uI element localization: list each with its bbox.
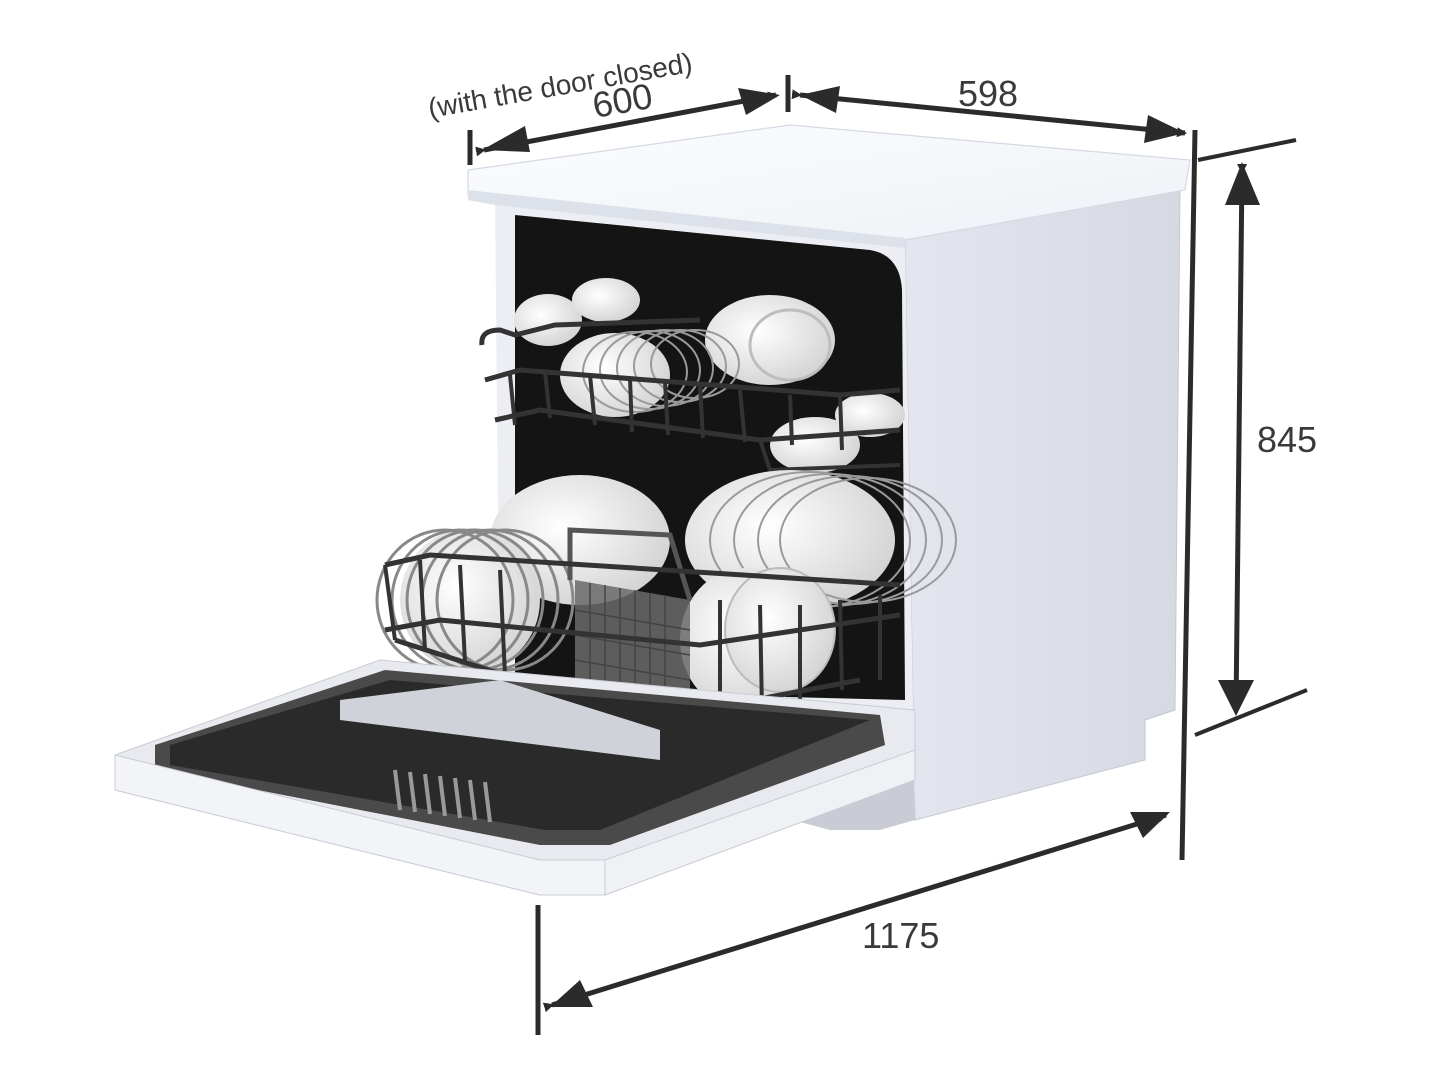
dim-vertical-ext bbox=[1179, 129, 1198, 861]
dim-1175-arrow bbox=[542, 812, 1168, 1013]
worktop-front-edge bbox=[468, 190, 905, 248]
dim-598-arrow bbox=[791, 89, 1187, 138]
dim-845-ext-top bbox=[1197, 138, 1297, 162]
dishwasher-illustration bbox=[114, 124, 1191, 896]
lower-rack bbox=[375, 470, 957, 713]
side-panel bbox=[904, 189, 1181, 821]
dim-598-label: 598 bbox=[958, 73, 1018, 114]
dim-845-label: 845 bbox=[1257, 419, 1317, 460]
dimension-lines bbox=[467, 75, 1308, 1035]
detergent-tray bbox=[340, 680, 660, 760]
dim-600-arrow bbox=[475, 91, 778, 157]
dim-845-arrow bbox=[1231, 163, 1248, 710]
dim-845-ext-bottom bbox=[1194, 688, 1308, 737]
dim-1175-label: 1175 bbox=[862, 915, 939, 956]
upper-rack bbox=[479, 278, 905, 473]
arrowheads bbox=[482, 86, 1260, 1007]
